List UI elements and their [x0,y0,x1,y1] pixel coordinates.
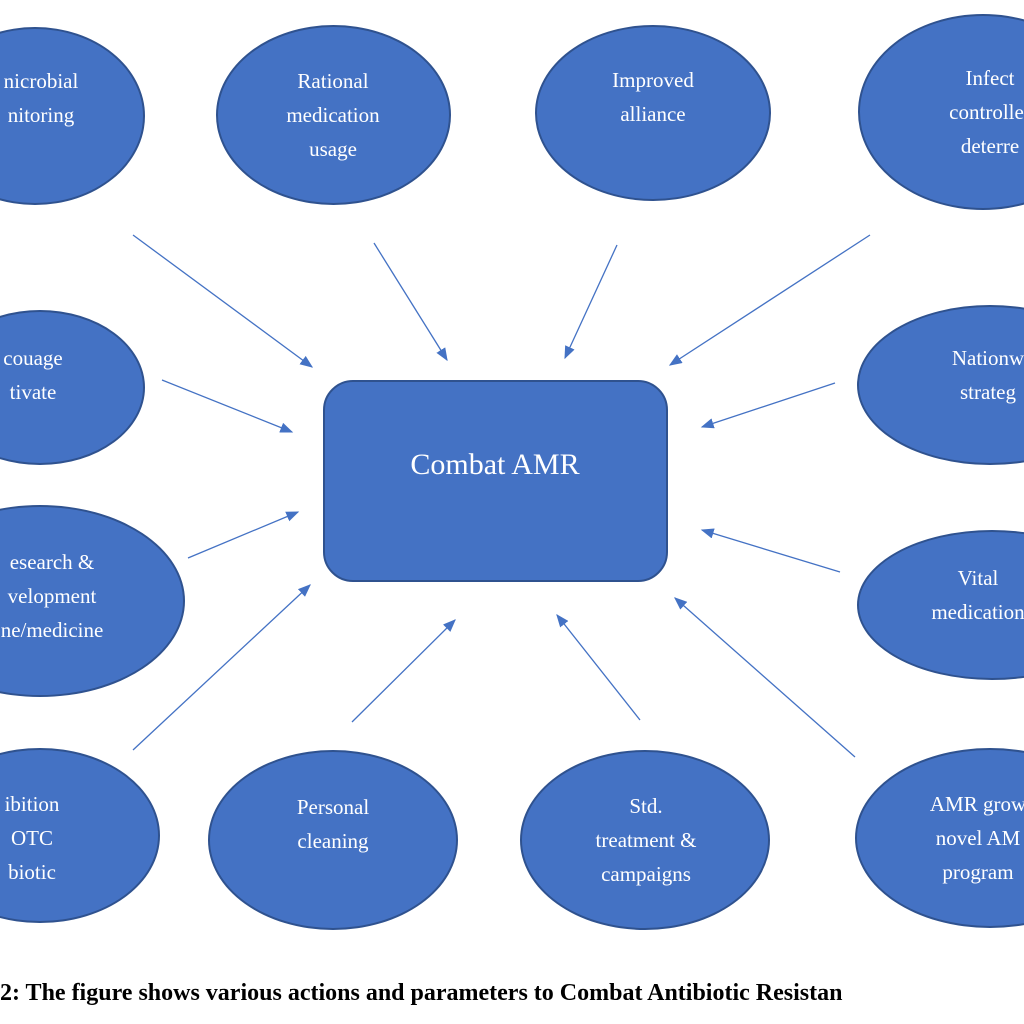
node-rational-medication [216,25,451,205]
node-label: ibition OTC biotic [4,792,60,884]
arrow [132,234,314,368]
arrow [700,382,836,429]
node-label: couage tivate [3,346,63,404]
node-label: Std. treatment & campaigns [595,794,697,886]
arrow [556,613,641,721]
node-label: Vital medication [931,566,1024,624]
node-label: nicrobial nitoring [3,69,79,127]
node-label: esearch & velopment ne/medicine [0,550,104,642]
figure-caption: 2: The figure shows various actions and … [0,980,843,1006]
node-label: Personal cleaning [296,795,370,853]
node-std-treatment [520,750,770,930]
arrow [187,511,300,559]
arrow [161,379,294,433]
node-label: Infect controller deterre [949,66,1024,158]
node-improved-alliance [535,25,771,201]
node-label: AMR grow novel AM program [929,792,1024,884]
center-label: Combat AMR [410,448,580,481]
arrow [351,619,456,723]
arrow [668,234,871,366]
node-label: Rational medication usage [286,69,380,161]
node-personal-cleaning [208,750,458,930]
arrow [700,528,841,573]
node-label: Improved alliance [612,68,694,126]
arrow [674,597,856,758]
center-node [323,380,668,582]
arrow [132,584,311,751]
arrow [373,242,448,362]
node-label: Nationw strateg [951,346,1024,404]
arrow [564,244,618,360]
